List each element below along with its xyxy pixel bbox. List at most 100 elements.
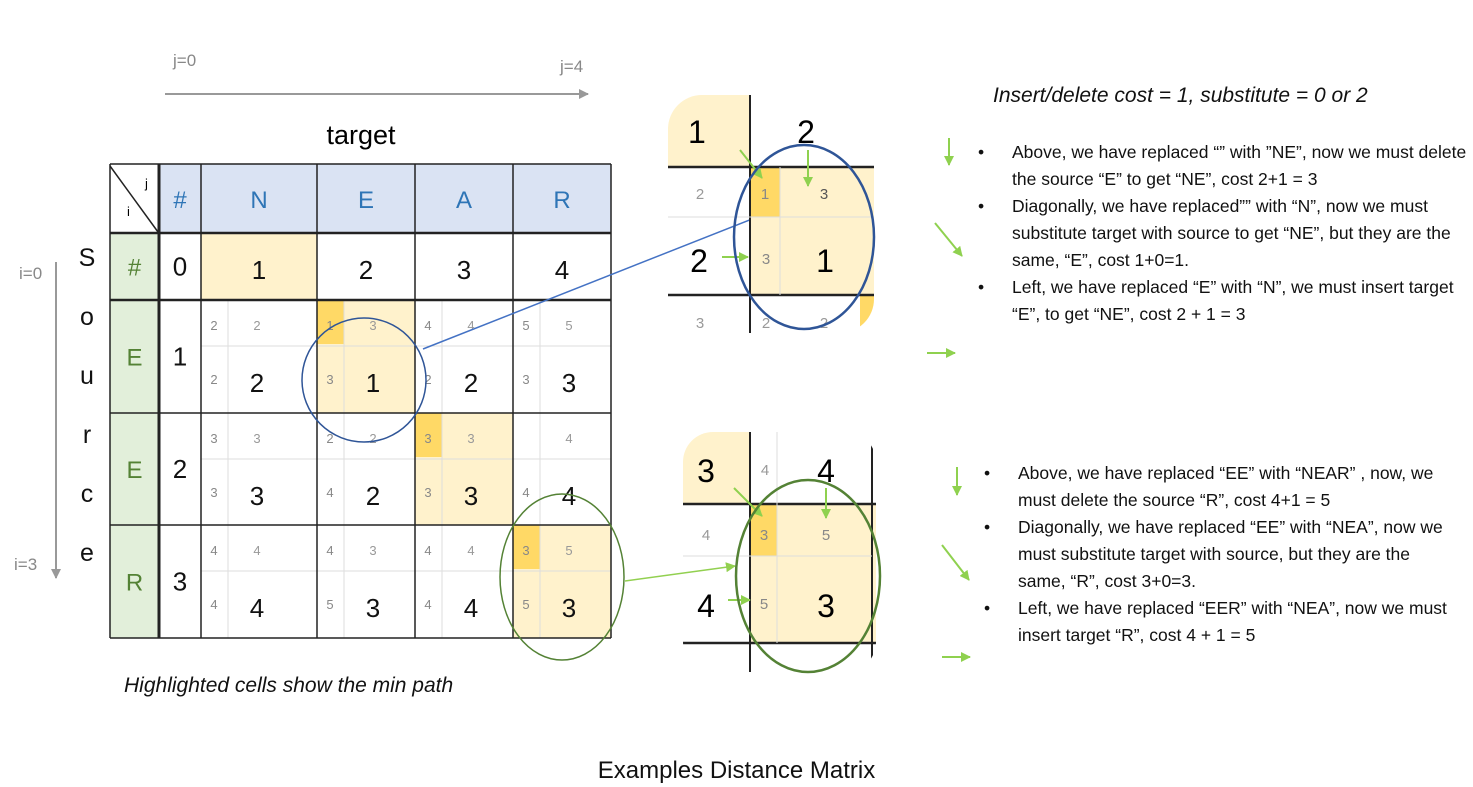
cell-2-2-value: 4 (464, 593, 478, 623)
cell-2-2-diag: 4 (424, 543, 431, 558)
zoom1-value: 1 (816, 243, 834, 279)
zoom1-above-value: 1 (688, 114, 706, 150)
zoom2-d: 3 (760, 527, 768, 544)
cell-2-0-value: 4 (250, 593, 264, 623)
zoom1-l: 3 (762, 251, 770, 268)
zoom1-a: 3 (820, 186, 828, 203)
zoom1-edge-c: 2 (876, 251, 884, 268)
top-row-value-3: 4 (555, 255, 569, 285)
corner-i-label: i (127, 204, 130, 219)
cell-0-0-value: 2 (250, 368, 264, 398)
cell-0-1-value: 1 (366, 368, 380, 398)
cell-0-0-above: 2 (253, 318, 260, 333)
zoom1-edge-e: 2 (762, 315, 770, 332)
zoom2-small-top: 4 (761, 462, 769, 479)
notes-bottom: Above, we have replaced “EE” with “NEAR”… (968, 460, 1448, 649)
i-end-label: i=3 (14, 555, 37, 574)
cell-2-1-left: 5 (326, 597, 333, 612)
blue-highlight-circle (301, 317, 427, 443)
cell-2-3-above: 5 (565, 543, 572, 558)
row-header-3: R (126, 570, 143, 597)
cell-0-1-left: 3 (326, 372, 333, 387)
cell-0-2-left: 2 (424, 372, 431, 387)
footer-note: Highlighted cells show the min path (124, 674, 454, 697)
source-letter-2: u (80, 362, 94, 390)
row-header-0: # (128, 255, 142, 282)
note-above-1: Above, we have replaced “” with ”NE”, no… (962, 139, 1472, 193)
col-header-3: A (456, 187, 472, 214)
source-letter-1: o (80, 303, 94, 331)
i-start-label: i=0 (19, 264, 42, 283)
cell-1-1-diag: 2 (326, 431, 333, 446)
cell-0-0-diag: 2 (210, 318, 217, 333)
cell-1-3-value: 4 (562, 481, 576, 511)
zoom2-above-value: 4 (817, 453, 835, 489)
notes-top: Above, we have replaced “” with ”NE”, no… (962, 139, 1472, 328)
zoom2-left-value: 4 (697, 588, 715, 624)
cell-1-2-left: 3 (424, 485, 431, 500)
cell-0-3-left: 3 (522, 372, 529, 387)
cell-2-0-diag: 4 (210, 543, 217, 558)
zoom1-top-value: 2 (797, 114, 815, 150)
cell-0-2-above: 4 (467, 318, 474, 333)
row-index-1: 1 (173, 342, 187, 372)
cell-2-2-above: 4 (467, 543, 474, 558)
cell-1-3-left: 4 (522, 485, 529, 500)
figure-caption: Examples Distance Matrix (597, 757, 876, 784)
row-index-2: 2 (173, 454, 187, 484)
cell-0-1-diag: 1 (326, 318, 333, 333)
target-label: target (326, 120, 396, 150)
row-header-1: E (126, 345, 142, 372)
row-index-0: 0 (173, 252, 187, 282)
cell-2-1-diag: 4 (326, 543, 333, 558)
zoom1-edge-f: 2 (820, 315, 828, 332)
col-header-2: E (358, 187, 374, 214)
cell-2-0-above: 4 (253, 543, 260, 558)
cell-1-0-diag: 3 (210, 431, 217, 446)
note-arrow-diag-1 (934, 222, 963, 257)
source-letter-5: e (80, 539, 94, 567)
cell-1-3-above: 4 (565, 431, 572, 446)
cell-0-2-value: 2 (464, 368, 478, 398)
cell-0-1-above: 3 (369, 318, 376, 333)
source-letter-4: c (81, 480, 94, 508)
cell-0-0-left: 2 (210, 372, 217, 387)
zoom1-blue-ring (732, 143, 876, 331)
cell-1-0-value: 3 (250, 481, 264, 511)
cell-1-0-left: 3 (210, 485, 217, 500)
zoom1-left-value: 2 (690, 243, 708, 279)
green-highlight-circle (499, 493, 625, 661)
note-left-2: Left, we have replaced “EER” with “NEA”,… (968, 595, 1448, 649)
zoom1-edge-a: 2 (696, 186, 704, 203)
zoom-panel-top: 1 2 2 1 3 3 1 2 4 2 3 2 2 (668, 95, 884, 333)
corner-diagonal (109, 165, 159, 233)
cell-2-1-value: 3 (366, 593, 380, 623)
cell-1-1-above: 2 (369, 431, 376, 446)
source-letter-3: r (83, 421, 91, 449)
row-header-2: E (126, 457, 142, 484)
cell-1-2-value: 3 (464, 481, 478, 511)
j-start-label: j=0 (172, 51, 196, 70)
cell-2-3-diag: 3 (522, 543, 529, 558)
cost-rule: Insert/delete cost = 1, substitute = 0 o… (993, 84, 1368, 107)
source-letter-0: S (79, 244, 96, 272)
j-end-label: j=4 (559, 57, 583, 76)
note-diag-2: Diagonally, we have replaced “EE” with “… (968, 514, 1448, 595)
cell-0-3-value: 3 (562, 368, 576, 398)
zoom2-value: 3 (817, 588, 835, 624)
corner-j-label: j (144, 176, 148, 191)
top-row-value-1: 2 (359, 255, 373, 285)
green-connector-arrow (624, 562, 736, 582)
blue-connector-arrow (422, 200, 796, 350)
zoom1-edge-b: 4 (876, 186, 884, 203)
cell-1-1-left: 4 (326, 485, 333, 500)
note-diag-1: Diagonally, we have replaced”” with “N”,… (962, 193, 1472, 274)
top-row-value-2: 3 (457, 255, 471, 285)
zoom2-green-ring (734, 478, 882, 674)
col-header-4: R (553, 187, 570, 214)
row-index-3: 3 (173, 567, 187, 597)
cell-2-3-value: 3 (562, 593, 576, 623)
zoom1-edge-d: 3 (696, 315, 704, 332)
cell-0-3-diag: 5 (522, 318, 529, 333)
